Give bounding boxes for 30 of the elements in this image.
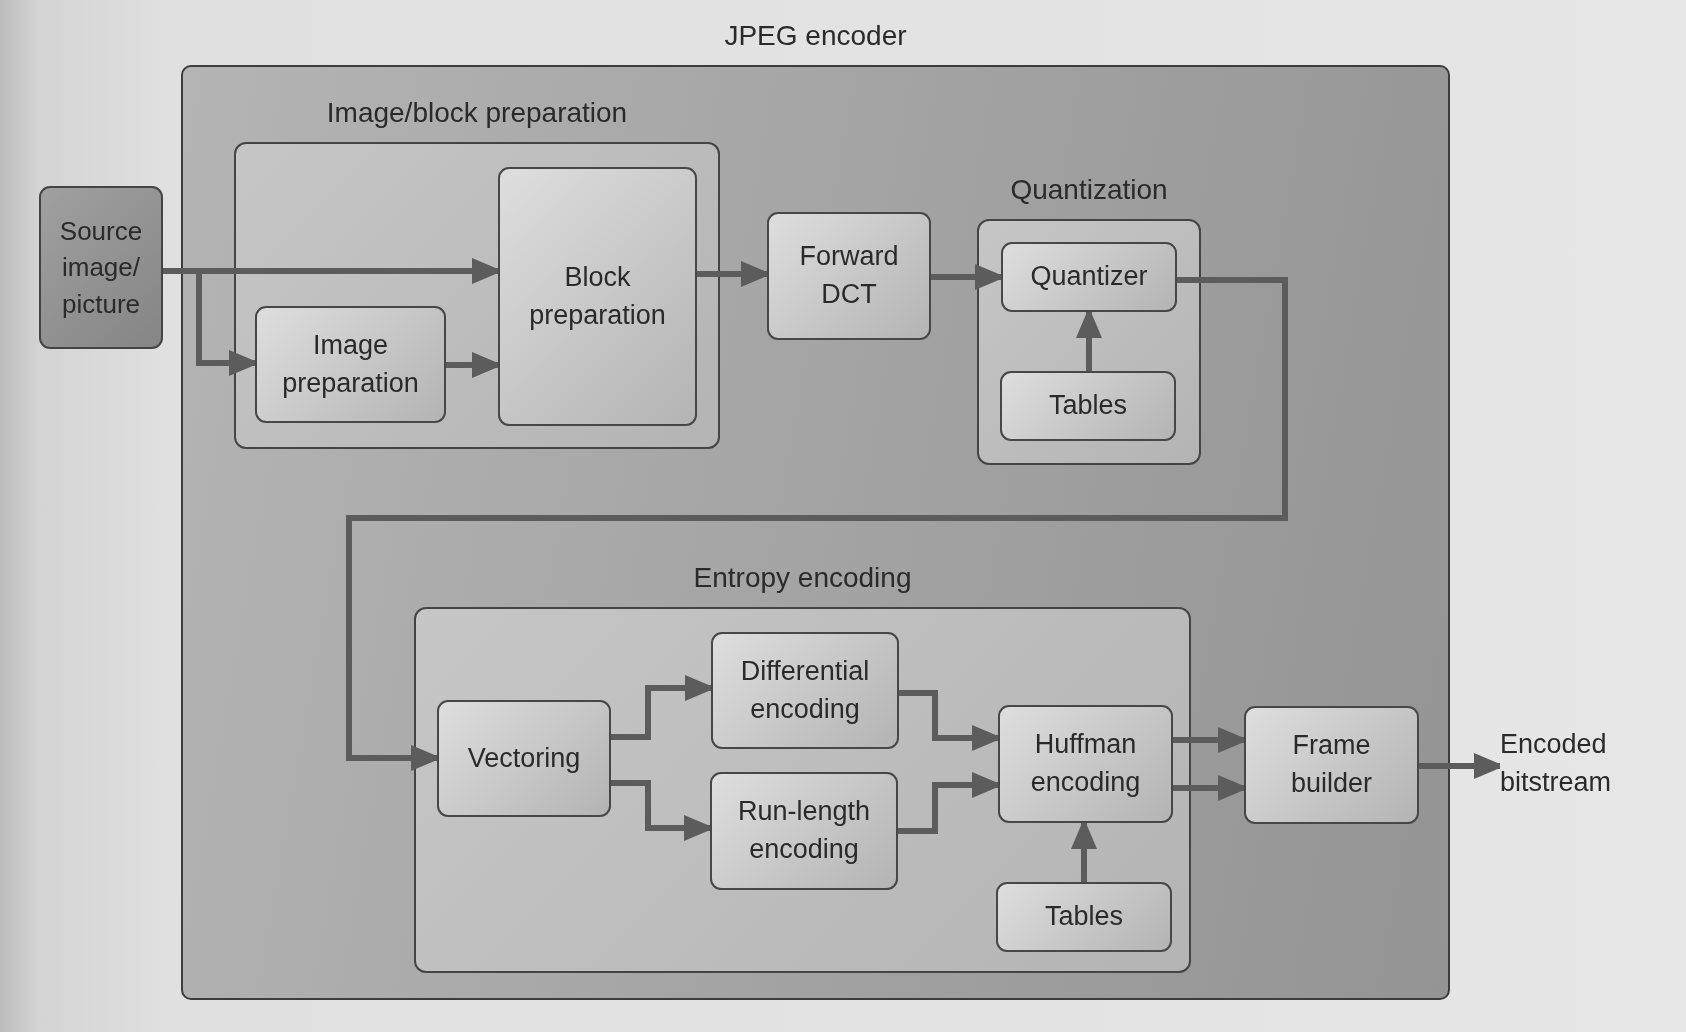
process-box xyxy=(1244,706,1419,824)
process-box xyxy=(1000,371,1176,441)
group-heading: JPEG encoder xyxy=(724,19,907,53)
node-label: Quantizer xyxy=(1029,260,1149,294)
node-label: Tables xyxy=(1048,389,1128,423)
node-label: Image preparation xyxy=(281,328,420,400)
source-box xyxy=(39,186,163,349)
group-heading: Entropy encoding xyxy=(693,561,912,595)
process-box xyxy=(437,700,611,817)
process-box xyxy=(710,772,898,890)
node-label: Vectoring xyxy=(467,741,581,775)
process-box xyxy=(711,632,899,749)
node-label: Run-length encoding xyxy=(737,795,871,866)
output-label: Encoded bitstream xyxy=(1500,728,1613,799)
node-label: Huffman encoding xyxy=(1030,728,1141,799)
node-label: Forward DCT xyxy=(798,240,900,311)
node-label: Tables xyxy=(1044,900,1124,934)
process-box xyxy=(767,212,931,340)
process-box xyxy=(498,167,697,426)
process-box xyxy=(1001,242,1177,312)
node-label: Frame builder xyxy=(1290,729,1373,800)
node-label: Block preparation xyxy=(528,260,667,332)
process-box xyxy=(998,705,1173,823)
process-box xyxy=(255,306,446,423)
node-label: Source image/ picture xyxy=(59,214,143,321)
node-label: Differential encoding xyxy=(740,654,870,726)
group-heading: Image/block preparation xyxy=(326,96,628,130)
process-box xyxy=(996,882,1172,952)
connector-line xyxy=(163,268,199,274)
group-heading: Quantization xyxy=(1010,173,1168,207)
